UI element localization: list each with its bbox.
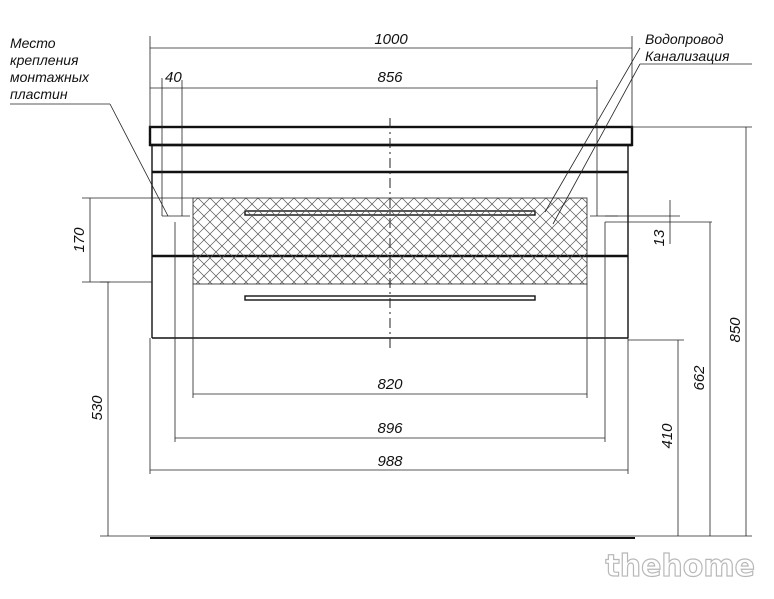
sewage-leader [552, 63, 641, 225]
water-leader [544, 47, 641, 213]
mounting-label: Место крепления монтажных пластин [10, 35, 93, 102]
mounting-plate-markers [162, 80, 618, 217]
dimension-850: 850 [632, 126, 752, 537]
countertop [148, 125, 634, 147]
dim-1000-label: 1000 [374, 31, 408, 48]
dim-40-label: 40 [165, 69, 182, 86]
dimension-170: 170 [71, 197, 193, 283]
plumbing-callout: Водопровод Канализация [544, 31, 752, 225]
dim-856-label: 856 [377, 69, 403, 86]
mounting-callout: Место крепления монтажных пластин [10, 35, 169, 217]
dimension-856: 856 [182, 69, 597, 89]
water-supply-label: Водопровод [645, 31, 724, 47]
dim-850-label: 850 [727, 317, 744, 343]
dimension-410: 410 [628, 339, 684, 536]
sewage-label: Канализация [645, 48, 730, 64]
plumbing-zone [192, 197, 588, 285]
dim-13-label: 13 [651, 229, 668, 246]
mounting-label-line-2: крепления [10, 52, 79, 68]
dim-988-label: 988 [377, 453, 403, 470]
dimension-13: 13 [605, 200, 712, 246]
dim-896-label: 896 [377, 420, 403, 437]
dimension-530: 530 [89, 281, 640, 537]
dim-170-label: 170 [71, 227, 88, 253]
dim-662-label: 662 [691, 365, 708, 391]
dimension-1000: 1000 [149, 31, 633, 127]
mounting-label-line-1: Место [10, 35, 56, 51]
dimension-988: 988 [149, 338, 629, 474]
mounting-label-line-4: пластин [10, 86, 68, 102]
dimension-40: 40 [150, 69, 182, 216]
dim-820-label: 820 [377, 376, 403, 393]
mounting-label-line-3: монтажных [10, 69, 90, 85]
dim-410-label: 410 [659, 423, 676, 449]
dimension-820: 820 [192, 284, 588, 398]
dimension-896: 896 [174, 222, 606, 442]
dim-530-label: 530 [89, 395, 106, 421]
watermark-logo: thehome [605, 549, 755, 584]
mounting-leader-2 [109, 103, 169, 217]
dimension-662: 662 [691, 222, 711, 536]
